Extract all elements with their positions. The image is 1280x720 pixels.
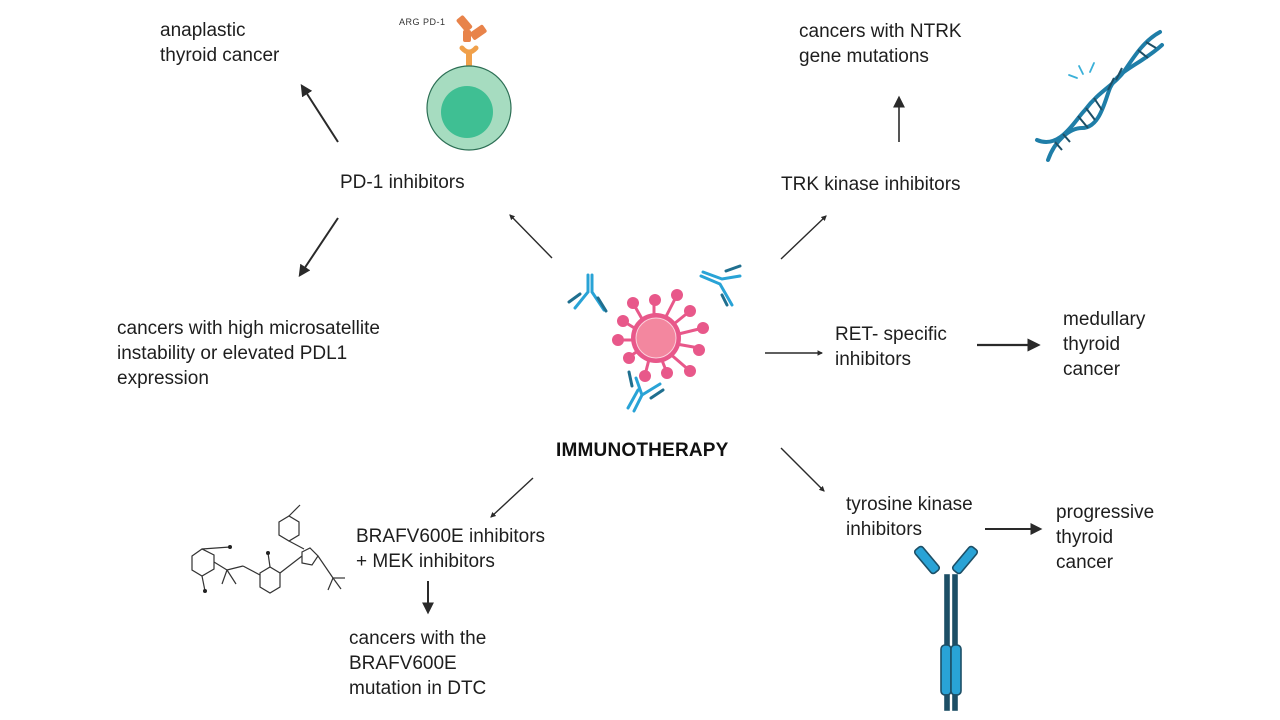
antibody-icon-bottom (626, 370, 665, 413)
node-trk-kinase-inhibitors: TRK kinase inhibitors (781, 174, 961, 195)
arrow-center-to-tki (780, 447, 825, 492)
center-title: IMMUNOTHERAPY (556, 440, 729, 461)
node-pd1-inhibitors: PD-1 inhibitors (340, 172, 465, 193)
node-anaplastic-thyroid-cancer: anaplastic thyroid cancer (160, 20, 280, 66)
arrow-center-to-braf (490, 477, 534, 518)
arrow-pd1-to-msi (298, 217, 339, 277)
arrow-center-to-trk (780, 215, 827, 260)
virus-icon (612, 289, 709, 382)
node-medullary-thyroid-cancer: medullary thyroid cancer (1063, 309, 1146, 380)
node-ntrk-cancers: cancers with NTRK gene mutations (799, 21, 962, 67)
arrow-center-to-pd1 (509, 214, 553, 259)
node-progressive-thyroid-cancer: progressive thyroid cancer (1056, 502, 1155, 573)
arrow-pd1-to-anaplastic (300, 83, 339, 143)
node-tyrosine-kinase-inhibitors: tyrosine kinase inhibitors (846, 494, 973, 540)
node-msi-pdl1-cancers: cancers with high microsatellite instabi… (117, 318, 380, 389)
pd1-receptor-icon (459, 45, 479, 72)
antibody-icon-right (699, 264, 742, 307)
anti-pd1-antibody-icon (456, 15, 487, 42)
antibody-icon-left (567, 273, 608, 313)
t-cell-caption: ARG PD-1 (399, 17, 446, 27)
node-ret-specific-inhibitors: RET- specific inhibitors (835, 324, 947, 370)
node-braf-dtc-cancers: cancers with the BRAFV600E mutation in D… (349, 628, 487, 699)
node-braf-mek-inhibitors: BRAFV600E inhibitors + MEK inhibitors (356, 526, 546, 572)
